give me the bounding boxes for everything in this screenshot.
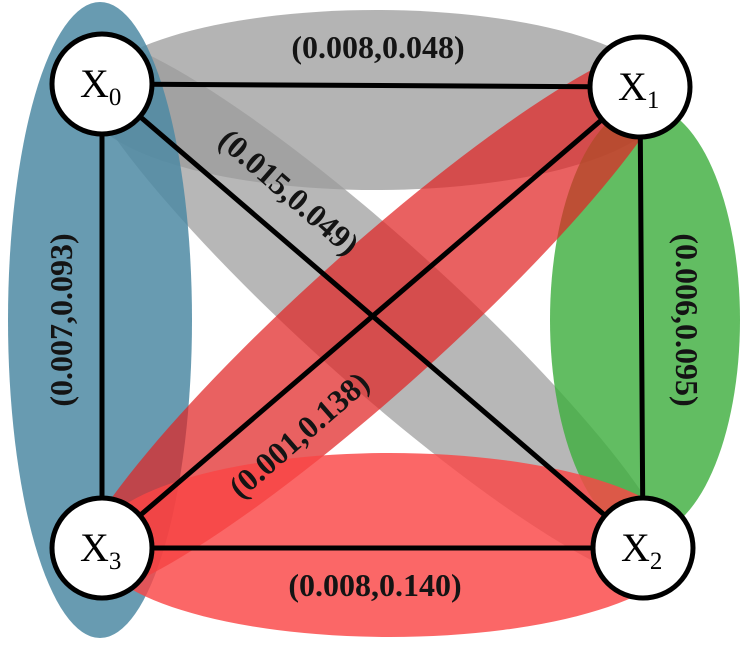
- node-x1: X1: [587, 34, 693, 140]
- edge-x0-x1: [99, 81, 643, 90]
- svg-text:X1: X1: [618, 64, 659, 114]
- svg-text:X0: X0: [80, 61, 121, 111]
- svg-text:X3: X3: [80, 525, 121, 575]
- node-x3: X3: [49, 495, 155, 601]
- band-x3-x2: [95, 453, 685, 637]
- edge-x1-x2: [637, 84, 646, 551]
- band-x1-x2: [550, 105, 740, 535]
- edge-x1-x3: [99, 84, 643, 551]
- edge-label-x0-x3: (0.007,0.093): [43, 233, 79, 406]
- node-x0: X0: [49, 31, 155, 137]
- node-x2: X2: [590, 495, 696, 601]
- edge-label-x1-x2: (0.006,0.095): [669, 233, 705, 406]
- edge-label-x0-x1: (0.008,0.048): [291, 29, 464, 65]
- edge-label-x3-x2: (0.008,0.140): [288, 567, 461, 603]
- svg-text:X2: X2: [621, 525, 662, 575]
